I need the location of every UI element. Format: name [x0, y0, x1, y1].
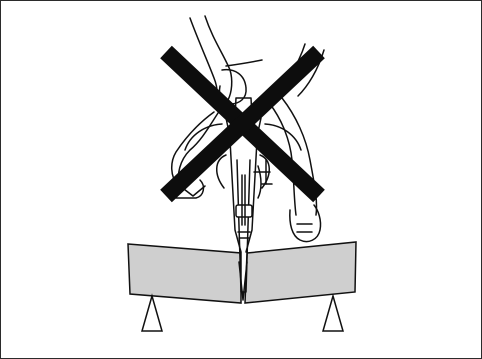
right-support-board: [244, 241, 357, 304]
right-triangle-stand: [322, 293, 344, 332]
support-stand: [127, 241, 357, 332]
x-cross-mark: [160, 45, 325, 203]
left-triangle-stand: [141, 293, 163, 332]
left-support-board: [127, 243, 242, 304]
